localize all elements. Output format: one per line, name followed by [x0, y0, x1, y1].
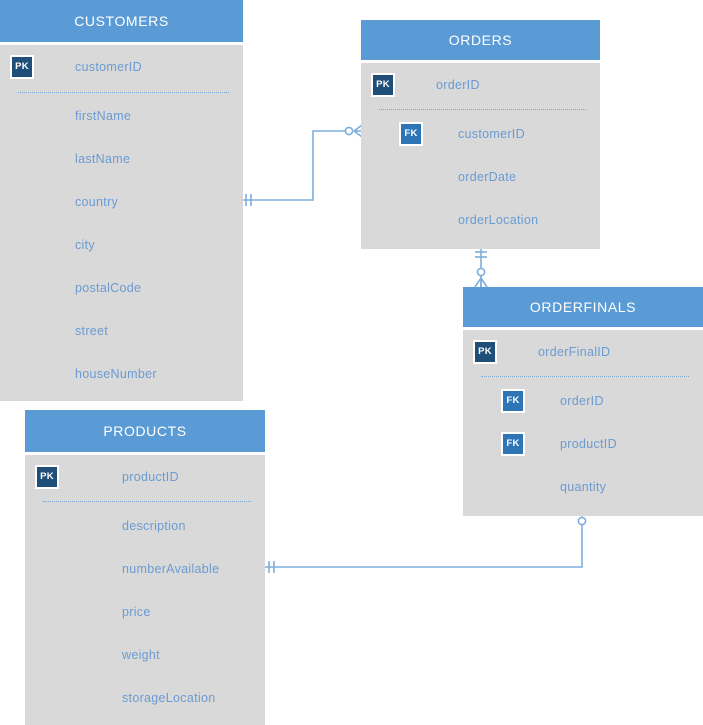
cardinality-one-and-only-one: [268, 561, 275, 573]
field-row[interactable]: houseNumber: [0, 352, 243, 395]
field-row[interactable]: price: [25, 590, 265, 633]
field-row[interactable]: FK orderID: [463, 379, 703, 422]
field-row[interactable]: country: [0, 180, 243, 223]
entity-title-text: ORDERFINALS: [529, 299, 637, 315]
pk-divider: [43, 501, 251, 502]
field-label: orderID: [560, 393, 604, 408]
field-row[interactable]: PK productID: [25, 455, 265, 498]
field-row[interactable]: city: [0, 223, 243, 266]
field-label: description: [122, 518, 186, 533]
field-label: lastName: [75, 151, 131, 166]
entity-fields: PK productID description numberAvailable…: [25, 455, 265, 725]
field-label: productID: [122, 469, 179, 484]
entity-title-text: CUSTOMERS: [74, 13, 169, 29]
entity-title: ORDERFINALS: [463, 287, 703, 327]
field-label: storageLocation: [122, 690, 216, 705]
field-label: quantity: [560, 479, 607, 494]
field-row[interactable]: PK orderFinalID: [463, 330, 703, 373]
entity-title: ORDERS: [361, 20, 600, 60]
field-label: customerID: [75, 59, 142, 74]
pk-badge: PK: [10, 54, 34, 79]
field-label: firstName: [75, 108, 132, 123]
entity-title: CUSTOMERS: [0, 0, 243, 42]
fk-badge: FK: [399, 121, 423, 146]
field-label: postalCode: [75, 280, 142, 295]
field-row[interactable]: street: [0, 309, 243, 352]
field-row[interactable]: FK productID: [463, 422, 703, 465]
field-row[interactable]: PK orderID: [361, 63, 600, 106]
field-row[interactable]: orderDate: [361, 155, 600, 198]
cardinality-one-and-only-one: [475, 251, 487, 258]
entity-fields: PK orderID FK customerID orderDate order…: [361, 63, 600, 249]
pk-divider: [379, 109, 586, 110]
field-row[interactable]: PK customerID: [0, 45, 243, 88]
field-row[interactable]: description: [25, 504, 265, 547]
field-row[interactable]: storageLocation: [25, 676, 265, 719]
field-label: city: [75, 237, 95, 252]
cardinality-zero-or-many: [344, 124, 363, 138]
pk-badge: PK: [473, 339, 497, 364]
entity-products[interactable]: PRODUCTS PK productID description number…: [25, 410, 265, 725]
fk-badge: FK: [501, 388, 525, 413]
field-row[interactable]: weight: [25, 633, 265, 676]
field-label: street: [75, 323, 109, 338]
field-label: customerID: [458, 126, 525, 141]
entity-title: PRODUCTS: [25, 410, 265, 452]
field-row[interactable]: lastName: [0, 137, 243, 180]
field-label: productID: [560, 436, 617, 451]
field-row[interactable]: FK customerID: [361, 112, 600, 155]
field-label: orderID: [436, 77, 480, 92]
entity-fields: PK customerID firstName lastName country…: [0, 45, 243, 401]
pk-badge: PK: [35, 464, 59, 489]
relationship-orders-orderfinals[interactable]: [474, 246, 488, 288]
relationship-products-orderfinals[interactable]: [265, 506, 589, 573]
entity-title-text: ORDERS: [448, 32, 513, 48]
field-label: weight: [122, 647, 160, 662]
field-row[interactable]: numberAvailable: [25, 547, 265, 590]
field-label: houseNumber: [75, 366, 157, 381]
cardinality-zero-or-many: [474, 267, 488, 288]
field-row[interactable]: quantity: [463, 465, 703, 508]
entity-customers[interactable]: CUSTOMERS PK customerID firstName lastNa…: [0, 0, 243, 401]
field-label: orderFinalID: [538, 344, 611, 359]
field-label: price: [122, 604, 151, 619]
field-row[interactable]: postalCode: [0, 266, 243, 309]
field-row[interactable]: orderLocation: [361, 198, 600, 241]
entity-orderfinals[interactable]: ORDERFINALS PK orderFinalID FK orderID F…: [463, 287, 703, 516]
fk-badge: FK: [501, 431, 525, 456]
entity-fields: PK orderFinalID FK orderID FK productID …: [463, 330, 703, 516]
field-label: country: [75, 194, 119, 209]
entity-orders[interactable]: ORDERS PK orderID FK customerID orderDat…: [361, 20, 600, 249]
entity-title-text: PRODUCTS: [103, 423, 187, 439]
pk-divider: [18, 92, 229, 93]
cardinality-one-and-only-one: [245, 194, 252, 206]
field-row[interactable]: firstName: [0, 94, 243, 137]
field-label: orderLocation: [458, 212, 539, 227]
relationship-customers-orders[interactable]: [243, 124, 363, 206]
pk-divider: [481, 376, 689, 377]
field-label: numberAvailable: [122, 561, 220, 576]
field-label: orderDate: [458, 169, 517, 184]
pk-badge: PK: [371, 72, 395, 97]
